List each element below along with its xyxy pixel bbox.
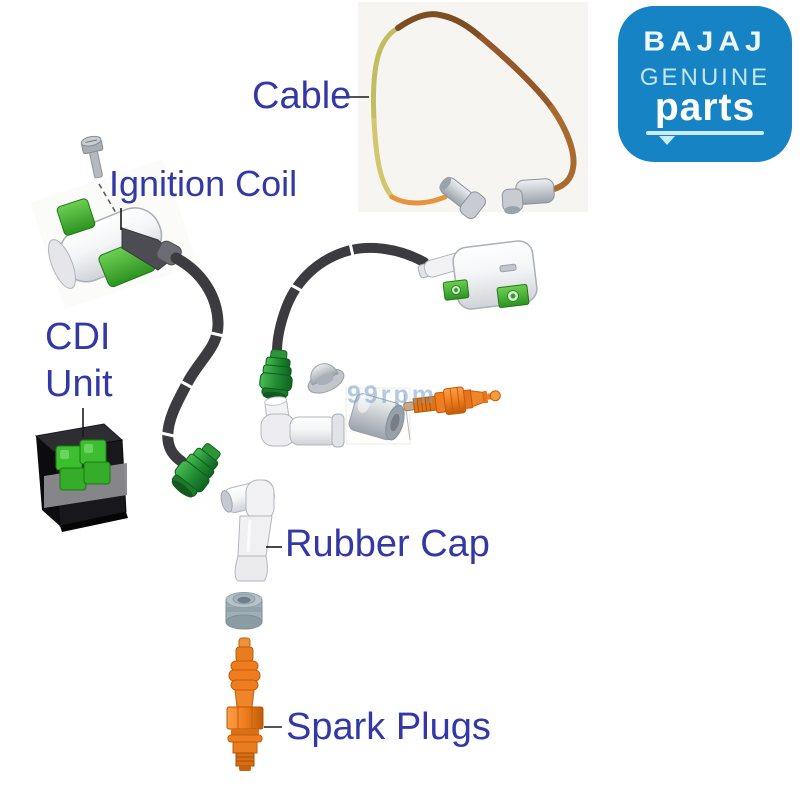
screw	[80, 135, 104, 179]
ignition-coil-label: Ignition Coil	[109, 163, 298, 204]
ignition-coil-2	[417, 240, 538, 310]
cdi-unit-label-line1: CDI	[45, 316, 111, 358]
cable-connector-right	[501, 178, 555, 215]
badge-chevron-icon	[659, 136, 675, 145]
spark-plug-cap-green-2	[259, 349, 293, 401]
spark-plug-vertical	[226, 637, 264, 771]
ignition-coil-1	[48, 198, 182, 289]
spark-plugs-label: Spark Plugs	[286, 706, 491, 748]
rubber-dome-cap	[307, 363, 345, 394]
cdi-unit	[34, 423, 128, 532]
ignition-coil-1-cable	[160, 252, 225, 467]
elbow-fitting	[260, 396, 345, 448]
grommet	[225, 592, 263, 630]
spark-plug-horizontal	[403, 386, 501, 416]
cdi-unit-label: CDI Unit	[45, 314, 113, 408]
sketch-line	[403, 393, 411, 441]
badge-underline	[646, 131, 764, 135]
badge-brand-text: BAJAJ	[643, 26, 767, 57]
spark-plug-cap-green-1	[171, 443, 221, 498]
cable-label: Cable	[252, 75, 352, 117]
leader-lines	[82, 96, 369, 728]
badge-parts-text: parts	[654, 86, 756, 129]
cylinder-cap	[348, 393, 405, 441]
cdi-unit-label-line2: Unit	[45, 363, 113, 405]
cable-connector-left	[439, 176, 486, 220]
watermark-text: 99rpm	[347, 381, 438, 409]
cable-loop	[370, 11, 577, 206]
bajaj-genuine-parts-badge: BAJAJ GENUINE parts	[618, 6, 792, 162]
rubber-cap	[220, 479, 275, 582]
ignition-coil-2-cable	[272, 242, 429, 357]
badge-genuine-text: GENUINE	[639, 64, 771, 91]
rubber-cap-label: Rubber Cap	[285, 523, 490, 565]
